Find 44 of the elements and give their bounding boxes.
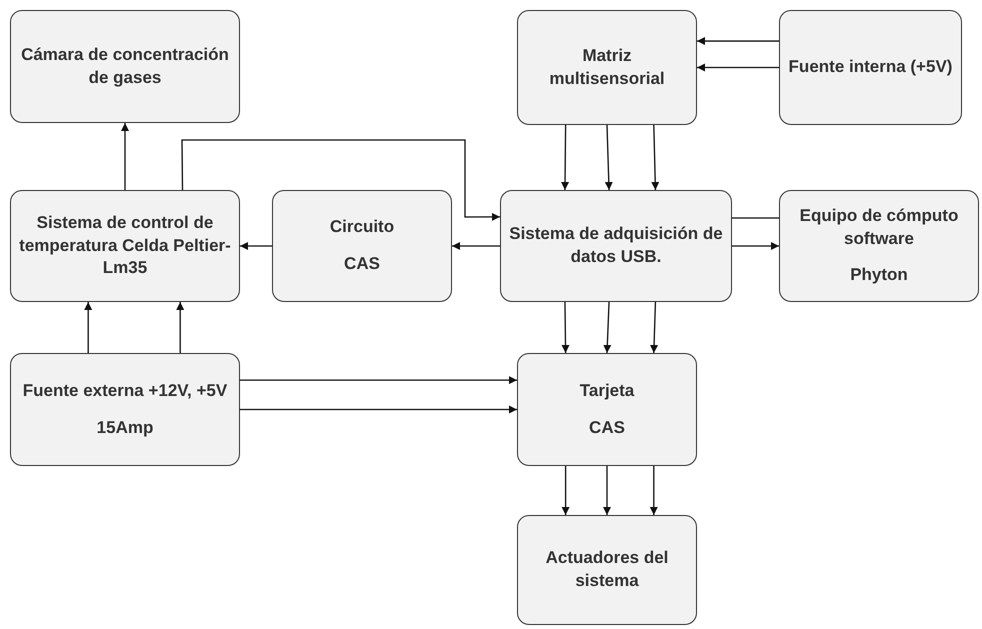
arrow xyxy=(181,139,500,221)
node-label: Equipo de cómputo software xyxy=(798,204,960,250)
node-label: CAS xyxy=(344,253,380,275)
chamber-box xyxy=(10,10,240,123)
arrow xyxy=(697,37,779,46)
arrow xyxy=(604,124,613,190)
arrow xyxy=(240,242,272,250)
node-label: 15Amp xyxy=(96,416,154,438)
arrow xyxy=(84,302,92,353)
acquisition-box xyxy=(500,190,732,302)
power-supply-box xyxy=(779,10,962,125)
node-label: Actuadores del sistema xyxy=(544,547,670,592)
node-label: Sistema de control de temperatura Celda Peltier-Lm35 xyxy=(19,212,231,280)
node-label: Cámara de concentración de gases xyxy=(20,44,230,89)
node-label: Circuito xyxy=(330,216,394,238)
arrow xyxy=(176,302,184,353)
arrow xyxy=(562,302,570,353)
arrow xyxy=(452,242,500,250)
arrow xyxy=(650,302,658,354)
arrow xyxy=(121,123,129,190)
node-label: Tarjeta xyxy=(580,380,634,402)
arrow xyxy=(650,466,658,515)
node-label: CAS xyxy=(589,416,625,438)
arrow xyxy=(603,466,611,515)
circuit-box xyxy=(272,190,452,302)
sensor-matrix-box xyxy=(517,10,697,125)
actuators-box xyxy=(517,515,697,625)
arrow xyxy=(697,64,779,72)
arrow xyxy=(603,302,612,354)
node-label: Sistema de adquisición de datos USB. xyxy=(509,223,723,268)
arrow xyxy=(562,466,570,515)
node-label: Fuente externa +12V, +5V xyxy=(22,380,228,402)
node-label: Phyton xyxy=(850,264,908,286)
card-box xyxy=(517,353,697,466)
computer-box xyxy=(779,190,979,302)
arrow xyxy=(240,376,517,384)
temperature-control-box xyxy=(10,190,240,302)
arrow xyxy=(561,125,570,190)
power-supply-box xyxy=(10,353,240,466)
node-label: Fuente interna (+5V) xyxy=(788,56,952,78)
arrow xyxy=(651,124,660,190)
arrow xyxy=(240,406,517,414)
node-label: Matriz multisensorial xyxy=(548,44,666,90)
arrow xyxy=(732,242,779,250)
